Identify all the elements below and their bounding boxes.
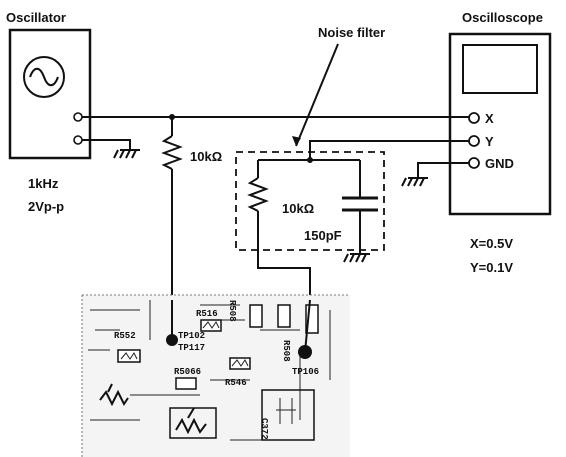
oscillator-terminal-gnd[interactable] (73, 135, 83, 145)
pcb-label-r516: R516 (196, 309, 218, 319)
main-wiring (82, 114, 469, 300)
oscillator-title: Oscillator (6, 10, 66, 25)
filter-resistor-value: 10kΩ (282, 201, 314, 216)
noise-filter-outline (235, 151, 385, 251)
series-resistor-value: 10kΩ (190, 149, 222, 164)
oscilloscope-screen (462, 44, 538, 94)
pcb-label-r508-b: R508 (281, 340, 291, 362)
pcb-photo: R552 TP102 TP117 R516 R508 R5066 R546 R5… (81, 294, 350, 457)
pcb-label-tp102: TP102 (178, 331, 205, 341)
oscilloscope-title: Oscilloscope (462, 10, 543, 25)
scope-terminal-y[interactable] (468, 135, 480, 147)
oscillator-box (8, 28, 92, 160)
pcb-label-r508: R508 (227, 300, 237, 322)
noise-filter-title: Noise filter (318, 25, 385, 40)
sine-wave-icon (23, 56, 65, 98)
scope-x-setting: X=0.5V (470, 236, 513, 251)
oscillator-block: Oscillator 1kHz 2Vp-p (6, 10, 92, 214)
scope-terminal-gnd[interactable] (468, 157, 480, 169)
pcb-label-tp106: TP106 (292, 367, 319, 377)
terminal-label-x: X (485, 111, 494, 126)
oscillator-frequency: 1kHz (28, 176, 59, 191)
pcb-label-r552: R552 (114, 331, 136, 341)
ground-icon (401, 162, 469, 187)
noise-filter-block: Noise filter 10kΩ 150pF (235, 25, 385, 300)
pcb-label-r5066: R5066 (174, 367, 201, 377)
terminal-label-y: Y (485, 134, 494, 149)
scope-terminal-x[interactable] (468, 112, 480, 124)
oscillator-amplitude: 2Vp-p (28, 199, 64, 214)
terminal-label-gnd: GND (485, 156, 514, 171)
pcb-label-c372: C372 (259, 418, 269, 440)
pcb-label-tp117: TP117 (178, 343, 205, 353)
scope-y-setting: Y=0.1V (470, 260, 513, 275)
pcb-label-r546: R546 (225, 378, 247, 388)
oscillator-terminal-out[interactable] (73, 112, 83, 122)
ground-icon (82, 139, 140, 159)
oscilloscope-block: Oscilloscope X Y GND X=0.5V Y=0.1V (448, 10, 552, 275)
filter-capacitor-value: 150pF (304, 228, 342, 243)
